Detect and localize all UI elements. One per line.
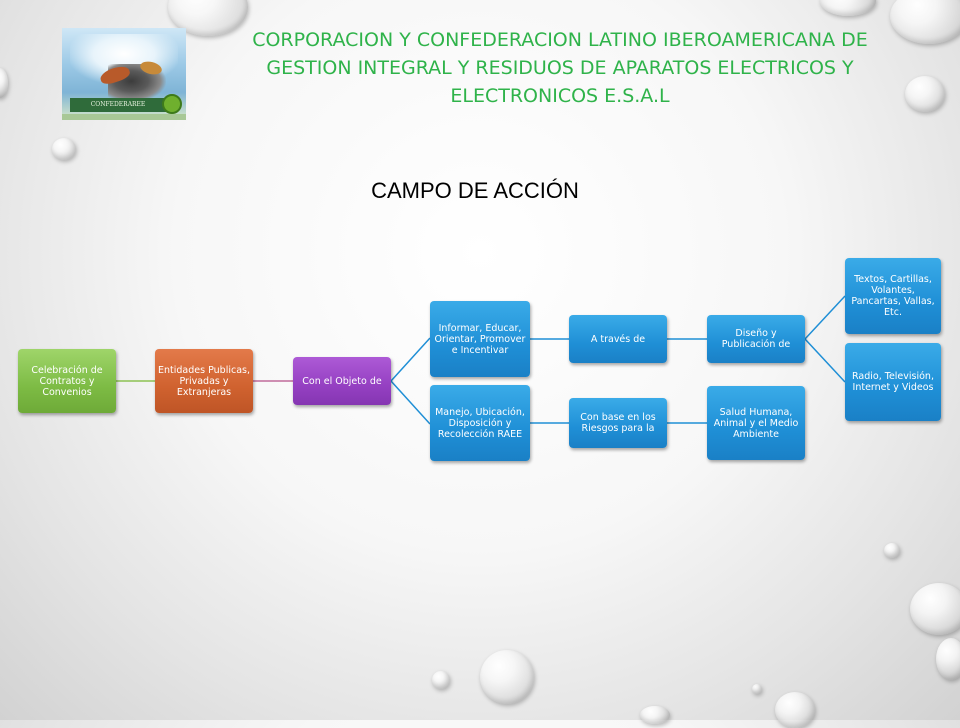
leaf-icon <box>162 94 182 114</box>
title-line-2: GESTION INTEGRAL Y RESIDUOS DE APARATOS … <box>266 57 854 79</box>
title-line-1: CORPORACION Y CONFEDERACION LATINO IBERO… <box>252 29 868 51</box>
connector-diseno-radio <box>804 338 846 383</box>
water-drop <box>905 76 945 112</box>
node-entidades: Entidades Publicas, Privadas y Extranjer… <box>155 349 253 413</box>
organization-title: CORPORACION Y CONFEDERACION LATINO IBERO… <box>200 26 920 110</box>
water-drop <box>910 583 960 635</box>
node-informar: Informar, Educar, Orientar, Promover e I… <box>430 301 530 377</box>
node-textos: Textos, Cartillas, Volantes, Pancartas, … <box>845 258 941 334</box>
title-line-3: ELECTRONICOS E.S.A.L <box>450 85 670 107</box>
node-objeto: Con el Objeto de <box>293 357 391 405</box>
organization-logo: CONFEDERAREE <box>62 28 186 120</box>
water-drop <box>884 543 900 558</box>
water-drop <box>432 671 450 689</box>
water-drop <box>752 684 762 694</box>
water-drop <box>52 138 76 160</box>
node-base: Con base en los Riesgos para la <box>569 398 667 448</box>
connector-objeto-manejo <box>390 380 431 425</box>
node-traves: A través de <box>569 315 667 363</box>
node-salud: Salud Humana, Animal y el Medio Ambiente <box>707 386 805 460</box>
section-title: CAMPO DE ACCIÓN <box>371 178 579 203</box>
water-drop <box>936 638 960 680</box>
node-contratos: Celebración de Contratos y Convenios <box>18 349 116 413</box>
logo-banner: CONFEDERAREE <box>70 98 166 112</box>
connector-objeto-informar <box>390 337 431 382</box>
water-drop <box>0 68 8 98</box>
connector-diseno-textos <box>804 295 846 340</box>
node-radio: Radio, Televisión, Internet y Videos <box>845 343 941 421</box>
water-drop <box>820 0 876 16</box>
water-drop <box>480 650 534 704</box>
node-manejo: Manejo, Ubicación, Disposición y Recolec… <box>430 385 530 461</box>
node-diseno: Diseño y Publicación de <box>707 315 805 363</box>
